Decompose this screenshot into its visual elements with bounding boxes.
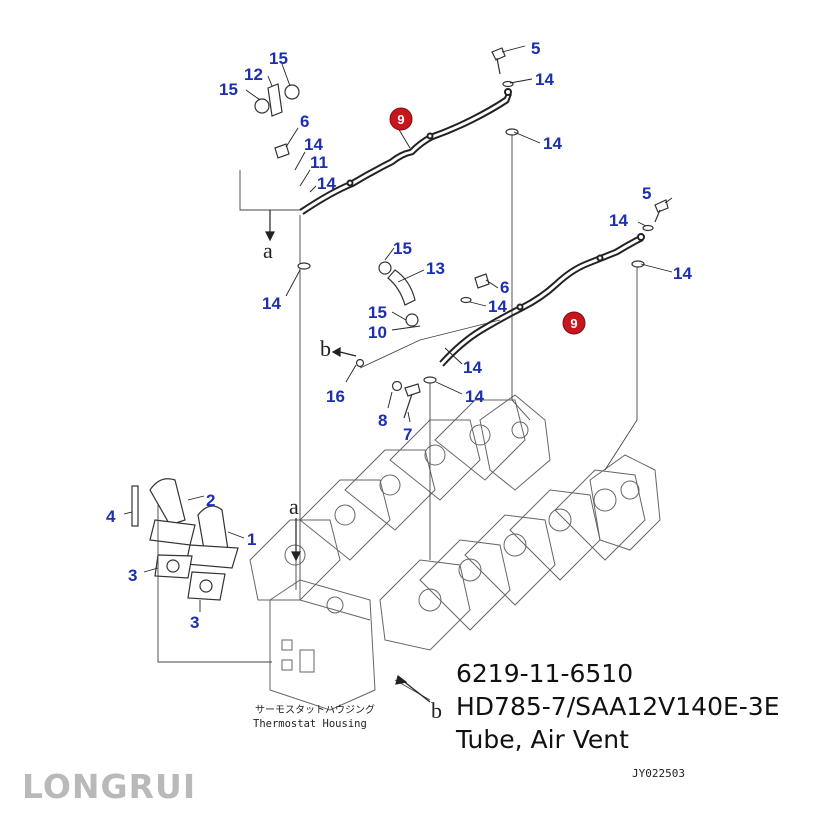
callout-14i: 14 [463,358,482,377]
callout-9a: 9 [397,112,404,127]
clamp-part-15c [378,261,392,275]
callout-9b-badge: 9 [562,311,586,335]
callout-14c: 14 [304,135,323,154]
washer-part-14e [642,224,654,232]
clamp-part-15a [254,98,270,114]
small-parts [254,47,669,419]
callout-14e: 14 [609,211,628,230]
washer-part-8 [391,380,403,392]
hose-part-13 [387,269,416,306]
washer-part-14b [505,128,519,136]
callout-14h: 14 [262,294,281,313]
callout-14a: 14 [535,70,554,89]
air-vent-tube-upper [299,88,512,215]
bolt-head-part-6b [474,273,490,289]
washer-part-14g [460,296,472,304]
callout-14g: 14 [488,297,507,316]
bolt-head-part-6a [274,143,290,159]
thermostat-label-ja: サーモスタットハウジング [255,703,375,716]
callout-7: 7 [403,425,412,444]
callout-6b: 6 [500,278,509,297]
callout-15a: 15 [219,80,238,99]
ref-letter-b-left: b [320,336,331,361]
callout-2: 2 [206,491,215,510]
washer-part-14c [297,262,311,270]
cylinder-head-row-left [249,394,551,601]
machine-model: HD785-7/SAA12V140E-3E [456,692,780,721]
bolt-head-part-7 [404,383,421,397]
bolt-part-4 [131,485,139,527]
callout-10: 10 [368,323,387,342]
callout-5a: 5 [531,39,540,58]
part-number: 6219-11-6510 [456,659,634,688]
drawing-code: JY022503 [632,767,685,780]
bolt-head-part-5a [491,47,506,61]
part-description: Tube, Air Vent [456,725,629,754]
callout-3a: 3 [128,566,137,585]
leader-lines [123,45,673,612]
callout-1: 1 [247,530,256,549]
callout-12: 12 [244,65,263,84]
callout-4: 4 [106,507,116,526]
callout-14j: 14 [465,387,484,406]
elbow-part-2 [149,478,186,526]
washer-part-14a [502,80,514,88]
part-info-block: 6219-11-6510 HD785-7/SAA12V140E-3E Tube,… [456,657,780,756]
thermostat-label-en: Thermostat Housing [253,718,367,730]
plug-part-16 [355,358,365,368]
ref-letter-a-top: a [263,238,273,263]
callout-15b: 15 [269,49,288,68]
callout-13: 13 [426,259,445,278]
brand-logo: LONGRUI [22,767,197,806]
callout-14d: 14 [317,174,336,193]
ref-letter-b-bottom: b [431,698,442,723]
washer-part-14j [423,376,437,384]
callout-8: 8 [378,411,387,430]
callout-9b: 9 [570,316,577,331]
callout-3b: 3 [190,613,199,632]
bolt-head-part-5b [654,199,669,213]
elbow-part-1 [197,505,229,556]
cylinder-head-row-right [379,454,661,651]
callout-11: 11 [310,153,328,172]
clamp-part-15d [405,313,419,327]
washer-part-14f [631,260,645,268]
clamp-part-15b [284,84,300,100]
reference-arrows [265,210,431,703]
callout-14f: 14 [673,264,692,283]
callout-6a: 6 [300,112,309,131]
callout-15d: 15 [368,303,387,322]
outlet-parts [131,478,239,601]
callout-9a-badge: 9 [389,107,413,131]
engine-body [249,394,661,711]
callout-15c: 15 [393,239,412,258]
ref-letter-a-bottom: a [289,494,299,519]
hose-part-12 [267,83,283,117]
callout-16: 16 [326,387,345,406]
callout-5b: 5 [642,184,651,203]
air-vent-tube-lower [439,233,645,367]
callout-14b: 14 [543,134,562,153]
guide-lines [157,130,638,701]
